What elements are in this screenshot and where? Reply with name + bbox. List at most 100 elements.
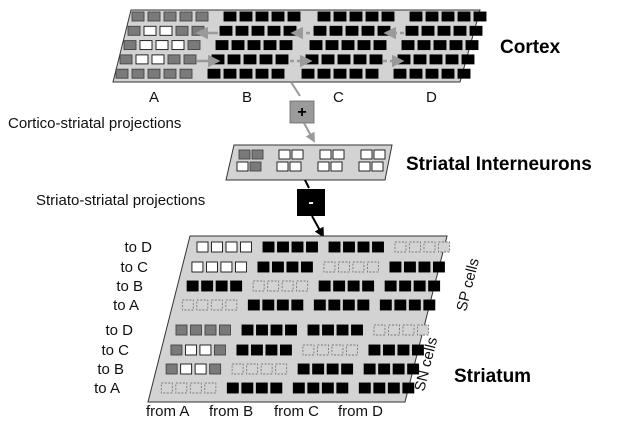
striatum-cell — [411, 344, 424, 356]
cortex-region-d: D — [426, 89, 437, 106]
striatum-cell — [373, 382, 386, 394]
cortex-cell — [163, 68, 177, 79]
striatum-cell — [241, 382, 254, 394]
cortex-cells — [115, 11, 487, 79]
cortex-cell — [255, 11, 269, 22]
cortex-cell — [211, 54, 225, 65]
striatum-cell — [285, 324, 297, 336]
striatum-row-label: to C — [101, 342, 129, 359]
striatum-cell — [345, 344, 358, 356]
cortex-cell — [453, 25, 467, 36]
striatum-cell — [322, 324, 334, 336]
cortex-cell — [143, 25, 157, 36]
striatum-panel — [147, 235, 448, 403]
cortico-arrow-top — [290, 81, 301, 97]
striatum-cell — [225, 299, 238, 311]
striatum-row-label: to C — [120, 259, 148, 276]
cortex-cell — [131, 68, 145, 79]
striatum-cell — [296, 280, 309, 292]
cortex-cell — [247, 40, 261, 51]
cortex-cell — [425, 68, 439, 79]
cortex-cell — [179, 11, 193, 22]
striatum-cell — [170, 344, 183, 356]
striatum-cell — [189, 382, 202, 394]
striatum-cell — [180, 363, 193, 375]
striatum-cell — [286, 261, 299, 273]
minus-box — [297, 189, 325, 216]
striatum-cell — [399, 280, 412, 292]
striatum-cell — [402, 382, 415, 394]
cortex-cell — [349, 68, 363, 79]
striatum-cell — [413, 280, 426, 292]
cortex-cell — [353, 54, 367, 65]
cortex-cell — [151, 54, 165, 65]
striatum-cell — [262, 299, 275, 311]
striatum-cell — [175, 324, 188, 336]
striatum-cell — [226, 382, 239, 394]
striatum-cell — [409, 241, 421, 253]
striatum-column-label: from D — [338, 403, 383, 420]
striatum-cell — [417, 324, 429, 336]
cortex-cell — [275, 54, 289, 65]
cortex-cell — [341, 40, 355, 51]
striatum-cell — [234, 261, 247, 273]
striatum-cell — [423, 299, 436, 311]
striatum-cell — [281, 280, 294, 292]
cortex-cell — [433, 40, 447, 51]
cortex-cell — [365, 68, 379, 79]
cortex-region-b: B — [242, 89, 252, 106]
cortex-cell — [279, 40, 293, 51]
striatum-cell — [373, 324, 386, 336]
striatum-cell — [246, 363, 259, 375]
striatum-cell — [357, 299, 370, 311]
cortex-cell — [239, 11, 253, 22]
cortex-cell — [263, 40, 277, 51]
cortex-cell — [437, 25, 451, 36]
interneuron-cell — [238, 149, 251, 160]
striatum-cell — [363, 363, 376, 375]
cortex-cell — [155, 40, 169, 51]
striatum-cell — [199, 344, 212, 356]
striatum-cell — [343, 241, 355, 253]
striatum-cell — [291, 241, 304, 253]
striatum-cell — [213, 344, 226, 356]
striatum-cell — [389, 261, 402, 273]
cortex-cell — [231, 40, 245, 51]
cortex-cell — [255, 68, 269, 79]
cortex-cell — [325, 40, 339, 51]
cortex-cell — [227, 54, 241, 65]
striatum-cell — [341, 363, 354, 375]
cortex-cell — [215, 40, 229, 51]
cortex-cell — [441, 68, 455, 79]
striatum-cell — [165, 363, 178, 375]
striatum-cell — [190, 324, 202, 336]
cortex-cell — [195, 11, 209, 22]
cortex-cell — [183, 54, 197, 65]
striatum-cell — [211, 241, 223, 253]
cortex-cell — [251, 25, 265, 36]
striatum-cell — [366, 261, 379, 273]
striatum-cell — [362, 280, 375, 292]
cortex-cell — [115, 68, 129, 79]
striatum-cell — [333, 280, 346, 292]
cortex-cell — [235, 25, 249, 36]
interneurons-title: Striatal Interneurons — [406, 154, 592, 175]
striatum-cell — [181, 299, 194, 311]
cortex-cell — [271, 11, 285, 22]
striato-arrow-top — [304, 179, 310, 189]
cortex-cell — [413, 54, 427, 65]
cortex-cell — [333, 68, 347, 79]
striatum-cell — [255, 382, 268, 394]
interneuron-cell — [358, 161, 371, 172]
cortex-cell — [147, 11, 161, 22]
striatum-cell — [382, 344, 395, 356]
interneuron-cell — [319, 149, 332, 160]
cortex-cell — [421, 25, 435, 36]
striatum-cell — [210, 299, 223, 311]
striatum-cell — [247, 299, 260, 311]
striatum-cell — [312, 363, 325, 375]
interneuron-cell — [276, 161, 289, 172]
striatum-cell — [318, 280, 331, 292]
striatum-cell — [236, 344, 249, 356]
cortex-cell — [207, 68, 221, 79]
